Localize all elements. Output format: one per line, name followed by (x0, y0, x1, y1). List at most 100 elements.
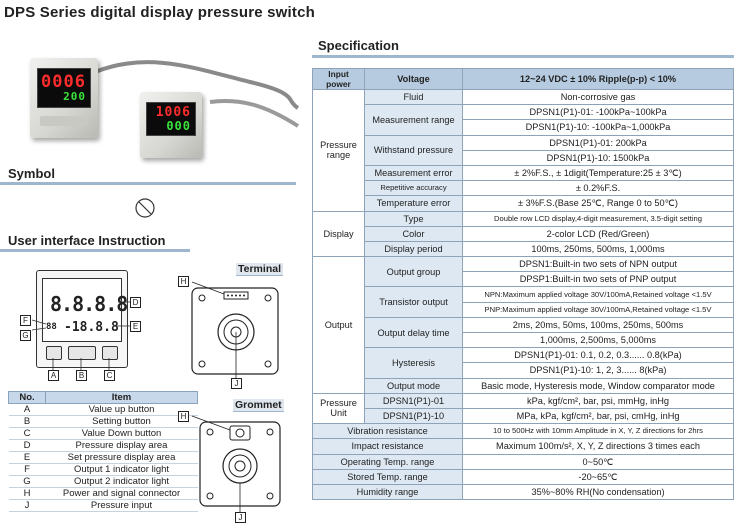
item-table-header-item: Item (45, 391, 198, 404)
item-no: F (8, 463, 46, 476)
spec-cat-display: Display (312, 210, 365, 258)
table-row: Withstand pressure DPSN1(P1)-01: 200kPa (313, 134, 734, 166)
spec-val-humidity: 35%~80% RH(No condensation) (462, 483, 734, 501)
terminal-callout-j: J (231, 378, 242, 389)
table-row: Output Output group DPSN1:Built-in two s… (312, 256, 734, 394)
device-rear-lcd: 1006 000 (146, 102, 196, 136)
callout-c: C (104, 370, 115, 381)
spec-val-type: Double row LCD display,4-digit measureme… (462, 210, 734, 227)
ui-heading: User interface Instruction (8, 233, 166, 248)
spec-val-color: 2-color LCD (Red/Green) (462, 225, 734, 242)
table-row: Display period 100ms, 250ms, 500ms, 1,00… (313, 240, 734, 258)
pressure-switch-symbol-icon (135, 198, 155, 218)
item-table-header-no: No. (8, 391, 46, 404)
panel-main-digits: 8.8.8.8 (50, 292, 128, 316)
table-row: DPSP1:Built-in two sets of PNP output (313, 271, 734, 288)
table-row: Output mode Basic mode, Hysteresis mode,… (313, 377, 734, 394)
item-desc: Output 2 indicator light (45, 475, 198, 488)
device-front-buttons (40, 116, 88, 126)
spec-sub-repeat: Repetitive accuracy (364, 180, 463, 197)
table-row: DPSN1(P1)-10 MPa, kPa, kgf/cm², bar, psi… (313, 407, 734, 425)
spec-sub-type: Type (364, 210, 463, 227)
lcd-line-1: 0006 (41, 72, 86, 92)
item-no: H (8, 487, 46, 500)
terminal-drawing (191, 281, 279, 382)
spec-sub-period: Display period (364, 240, 463, 258)
spec-val-impact: Maximum 100m/s², X, Y, Z directions 3 ti… (462, 438, 734, 455)
spec-heading: Specification (318, 38, 399, 53)
table-row: Output delay time 2ms, 20ms, 50ms, 100ms… (313, 316, 734, 349)
item-desc: Pressure display area (45, 439, 198, 452)
value-down-button[interactable] (102, 346, 118, 360)
value-up-button[interactable] (46, 346, 62, 360)
table-row: Pressure Unit DPSN1(P1)-01 kPa, kgf/cm²,… (312, 392, 734, 425)
terminal-callout-h: H (178, 276, 189, 287)
spec-sub-unit-01: DPSN1(P1)-01 (364, 392, 463, 409)
spec-val-transistor-1: NPN:Maximum applied voltage 30V/100mA,Re… (462, 286, 734, 303)
spec-val-delay-2: 1,000ms, 2,500ms, 5,000ms (462, 331, 734, 349)
table-row: Input power Voltage 12~24 VDC ± 10% Ripp… (312, 68, 734, 90)
terminal-diagram: H J (178, 274, 294, 390)
spec-rule (312, 55, 734, 58)
spec-sub-fluid: Fluid (364, 88, 463, 106)
table-row: Display Type Double row LCD display,4-di… (312, 210, 734, 258)
terminal-heading: Terminal (236, 263, 283, 276)
item-no: D (8, 439, 46, 452)
spec-val-repeat: ± 0.2%F.S. (462, 180, 734, 197)
spec-val-temp-error: ± 3%F.S.(Base 25℃, Range 0 to 50℃) (462, 195, 734, 212)
device-rear: 1006 000 (140, 92, 202, 158)
item-desc: Set pressure display area (45, 451, 198, 464)
table-row: Transistor output NPN:Maximum applied vo… (313, 286, 734, 318)
table-row: Impact resistance Maximum 100m/s², X, Y,… (312, 438, 734, 455)
spec-val-voltage: 12~24 VDC ± 10% Ripple(p-p) < 10% (462, 68, 734, 90)
product-photo: 0006 200 1006 000 (0, 30, 300, 160)
item-no: C (8, 427, 46, 440)
spec-sub-meas-error: Measurement error (364, 164, 463, 182)
spec-val-hyst-2: DPSN1(P1)-10: 1, 2, 3...... 8(kPa) (462, 362, 734, 379)
spec-val-meas-error: ± 2%F.S., ± 1digit(Temperature:25 ± 3℃) (462, 164, 734, 182)
spec-sub-mode: Output mode (364, 377, 463, 394)
spec-sub-temp-error: Temperature error (364, 195, 463, 212)
table-row: 1,000ms, 2,500ms, 5,000ms (313, 331, 734, 349)
spec-val-unit-01: kPa, kgf/cm², bar, psi, mmHg, inHg (462, 392, 734, 409)
spec-cat-output: Output (312, 256, 365, 394)
spec-sub-withstand: Withstand pressure (364, 134, 463, 166)
table-row: Color 2-color LCD (Red/Green) (313, 225, 734, 242)
callout-f: F (20, 315, 31, 326)
lcd-rear-line-1: 1006 (155, 104, 191, 120)
spec-val-group-2: DPSP1:Built-in two sets of PNP output (462, 271, 734, 288)
spec-sub-color: Color (364, 225, 463, 242)
spec-val-measurement-2: DPSN1(P1)-10: -100kPa~1,000kPa (462, 119, 734, 136)
table-row: Stored Temp. range -20~65℃ (312, 468, 734, 485)
item-desc: Setting button (45, 415, 198, 428)
spec-sub-hysteresis: Hysteresis (364, 347, 463, 379)
spec-val-group-1: DPSN1:Built-in two sets of NPN output (462, 256, 734, 273)
spec-sub-measurement: Measurement range (364, 104, 463, 136)
symbol-heading: Symbol (8, 166, 55, 181)
item-desc: Output 1 indicator light (45, 463, 198, 476)
ui-panel-diagram: 8.8.8.8 88 -18.8.8 D E F G A B C (18, 266, 158, 386)
page-title: DPS Series digital display pressure swit… (4, 4, 316, 21)
spec-sub-transistor: Transistor output (364, 286, 463, 318)
setting-button[interactable] (68, 346, 96, 360)
spec-val-fluid: Non-corrosive gas (462, 88, 734, 106)
spec-val-st-temp: -20~65℃ (462, 468, 734, 485)
item-desc: Pressure input (45, 499, 198, 512)
spec-sub-unit-10: DPSN1(P1)-10 (364, 407, 463, 425)
table-row: Hysteresis DPSN1(P1)-01: 0.1, 0.2, 0.3..… (313, 347, 734, 379)
item-no: G (8, 475, 46, 488)
item-desc: Value up button (45, 403, 198, 416)
spec-val-unit-10: MPa, kPa, kgf/cm², bar, psi, cmHg, inHg (462, 407, 734, 425)
table-row: DPSN1(P1)-10: 1500kPa (313, 149, 734, 166)
spec-val-vibration: 10 to 500Hz with 10mm Amplitude in X, Y,… (462, 423, 734, 440)
spec-sub-output-group: Output group (364, 256, 463, 288)
ui-rule (0, 249, 190, 252)
item-no: B (8, 415, 46, 428)
grommet-callout-h: H (178, 411, 189, 422)
